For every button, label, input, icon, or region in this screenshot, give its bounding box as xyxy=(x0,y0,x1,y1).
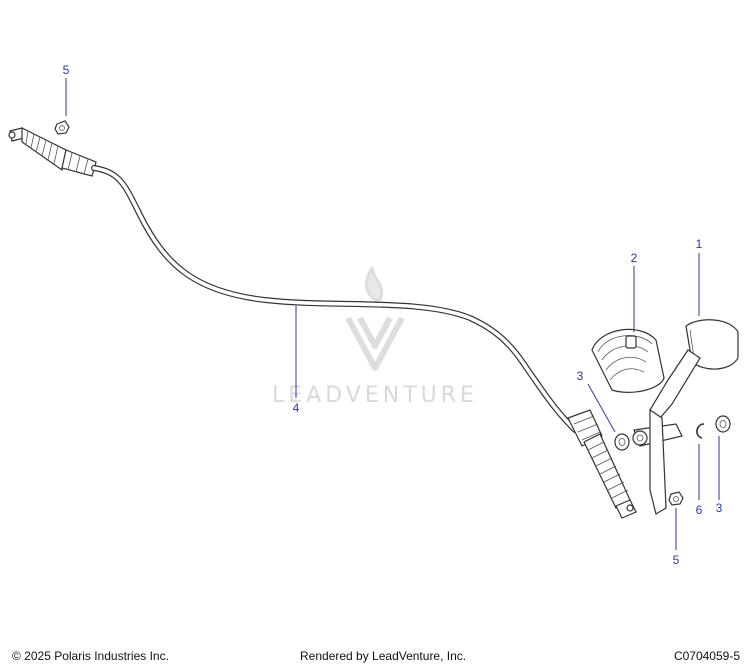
shifter-boot xyxy=(591,328,665,393)
washer-right xyxy=(715,415,731,433)
watermark-text: LEADVENTURE xyxy=(272,383,478,408)
leader-lines xyxy=(65,78,720,550)
diagram-code: C0704059-5 xyxy=(673,649,740,663)
shift-lever xyxy=(632,319,739,515)
leadventure-logo-icon xyxy=(345,266,405,371)
callout-5-bottom[interactable]: 5 xyxy=(673,553,680,567)
leadventure-watermark: LEADVENTURE xyxy=(272,266,478,408)
shift-cable xyxy=(8,127,637,519)
cable-bottom-end-eye xyxy=(626,504,634,512)
washer-left xyxy=(614,433,630,451)
lever-lower-plate xyxy=(649,408,667,515)
cable-bottom-end-rod xyxy=(615,499,637,519)
retaining-clip xyxy=(696,423,705,439)
callout-4[interactable]: 4 xyxy=(293,401,300,415)
copyright-text: © 2025 Polaris Industries Inc. xyxy=(12,649,169,663)
leader-3-left xyxy=(587,383,616,433)
callout-2[interactable]: 2 xyxy=(631,251,638,265)
callout-3-left[interactable]: 3 xyxy=(577,369,584,383)
cable-top-end-eye xyxy=(8,131,16,139)
callout-5-top[interactable]: 5 xyxy=(63,63,70,77)
callout-1[interactable]: 1 xyxy=(696,237,703,251)
callout-labels: 5 4 2 1 3 6 3 5 xyxy=(63,63,723,567)
callout-3-right[interactable]: 3 xyxy=(716,501,723,515)
nut-top xyxy=(54,120,70,135)
cable-top-ferrule xyxy=(61,149,97,177)
callout-6[interactable]: 6 xyxy=(696,503,703,517)
rendered-by-text: Rendered by LeadVenture, Inc. xyxy=(300,649,467,663)
nut-bottom xyxy=(668,491,684,506)
